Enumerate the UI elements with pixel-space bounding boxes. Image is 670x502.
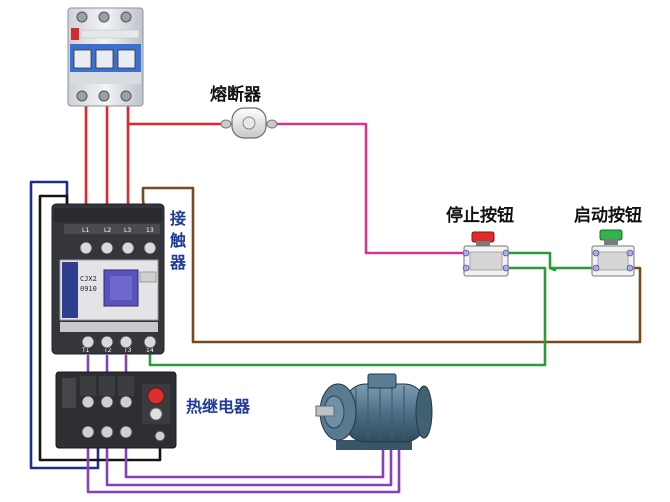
- thermal-relay: [55, 371, 177, 449]
- fuse-label: 熔断器: [210, 84, 262, 105]
- stop-button-label: 停止按钮: [446, 205, 514, 226]
- wire-purple-motor-a: [86, 430, 401, 494]
- breaker-screw-icon: [98, 11, 110, 23]
- breaker-screw-icon: [76, 11, 88, 23]
- contactor-screw-icon: [81, 335, 95, 349]
- contactor-screw-icon: [143, 335, 157, 349]
- wire-brown-aux: [141, 186, 642, 344]
- svg-text:13: 13: [146, 227, 154, 234]
- breaker-screw-icon: [120, 90, 132, 102]
- relay-screw-icon: [100, 395, 114, 409]
- relay-screw-icon: [119, 425, 133, 439]
- contactor-screw-icon: [143, 241, 157, 255]
- relay-reset-icon: [147, 387, 165, 405]
- contactor-model-line1: CJX2: [80, 275, 97, 283]
- start-button-label: 启动按钮: [574, 205, 642, 226]
- wire-purple-motor-c: [124, 430, 385, 479]
- fuse: [220, 107, 278, 139]
- svg-text:T2: T2: [103, 347, 112, 354]
- breaker-screw-icon: [98, 90, 110, 102]
- contactor-model-line2: 0910: [80, 285, 97, 293]
- relay-screw-icon: [81, 425, 95, 439]
- breaker-screw-icon: [120, 11, 132, 23]
- contactor-label-2: 触: [169, 231, 186, 250]
- relay-dial-icon: [149, 407, 163, 421]
- svg-text:L1: L1: [82, 227, 89, 234]
- wire-magenta-fuse-to-stop: [270, 122, 468, 255]
- contactor-screw-icon: [100, 241, 114, 255]
- relay-screw-icon: [81, 395, 95, 409]
- contactor-screw-icon: [79, 241, 93, 255]
- thermal-relay-label: 热继电器: [186, 397, 251, 416]
- svg-text:T1: T1: [81, 347, 90, 354]
- stop-button: [462, 231, 510, 277]
- wire-green-start-branch: [548, 266, 557, 272]
- wire-black-loop: [38, 194, 162, 462]
- motor: [315, 373, 433, 450]
- contactor-label-3: 器: [169, 253, 187, 272]
- contactor-screw-icon: [121, 241, 135, 255]
- contactor-screw-icon: [100, 335, 114, 349]
- relay-screw-icon: [119, 395, 133, 409]
- svg-text:L2: L2: [104, 227, 111, 234]
- stop-button-cap-icon: [471, 231, 495, 243]
- svg-text:T3: T3: [123, 347, 132, 354]
- wire-purple-motor-b: [105, 430, 393, 487]
- wire-navy-loop: [29, 180, 100, 470]
- contactor-label-1: 接: [170, 209, 186, 228]
- relay-screw-icon: [100, 425, 114, 439]
- start-button: [591, 229, 635, 277]
- relay-screw-icon: [154, 430, 166, 442]
- motor-shaft-icon: [315, 405, 335, 417]
- wires: [29, 100, 642, 494]
- svg-text:L3: L3: [124, 227, 131, 234]
- contactor-screw-icon: [119, 335, 133, 349]
- circuit-breaker: [67, 7, 144, 107]
- breaker-screw-icon: [76, 90, 88, 102]
- contactor: L1 L2 L3 13 CJX2 0910 T1 T2 T3 14: [51, 203, 165, 355]
- wire-green-stop-to-start-upper: [504, 251, 598, 270]
- fuse-cap-icon: [242, 116, 256, 130]
- wire-green-lower-return: [148, 266, 547, 367]
- svg-text:14: 14: [146, 347, 154, 354]
- start-button-cap-icon: [599, 229, 623, 241]
